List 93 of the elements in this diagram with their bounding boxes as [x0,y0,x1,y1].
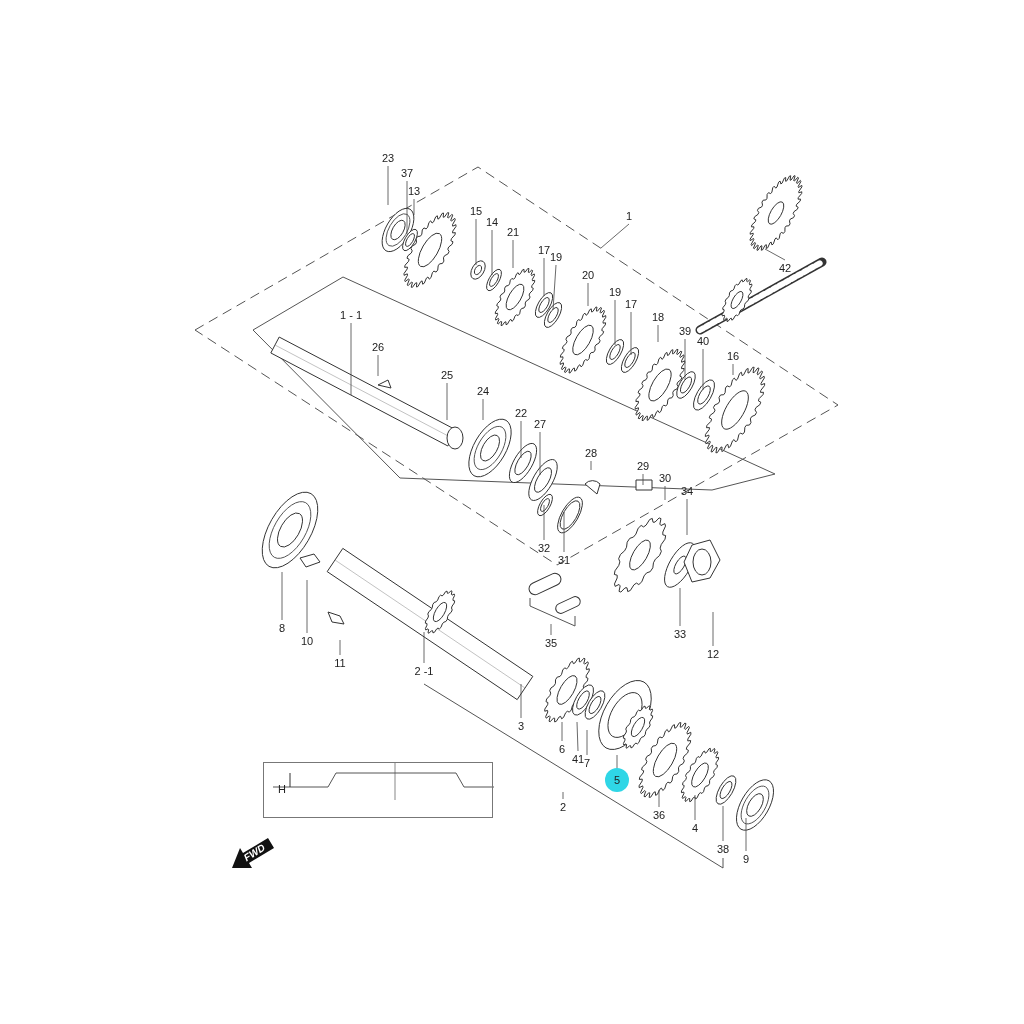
callout-number: 11 [334,656,346,670]
callout-number: 5 [605,768,629,792]
callout-number: 14 [485,215,499,229]
leader-line [562,791,564,800]
leader-line [543,504,545,541]
leader-line [679,587,681,627]
callout-number: 4 [691,821,699,835]
callout-number: 8 [278,621,286,635]
callout-number: 39 [678,324,692,338]
leader-line [482,398,484,421]
callout-number: 27 [533,417,547,431]
callout-number: 24 [476,384,490,398]
callout-number: 30 [658,471,672,485]
callout-number: 41 [571,752,585,766]
leader-line [475,218,477,266]
callout-number: 1 [625,209,633,223]
callout-number: 13 [407,184,421,198]
leader-line [281,571,283,621]
callout-number: 17 [624,297,638,311]
leader-line [642,473,644,486]
callout-number: 35 [544,636,558,650]
leader-line [491,229,493,276]
callout-number: 2 -1 [414,664,434,678]
callout-number: 12 [706,647,720,661]
leader-line [586,729,588,756]
callout-number: 21 [506,225,520,239]
leader-line [764,248,786,261]
leader-line [745,817,747,852]
callout-number: 15 [469,204,483,218]
callout-number: 23 [381,151,395,165]
leader-line [446,382,448,421]
callout-number: 1 - 1 [340,308,362,322]
callout-number: 10 [300,634,314,648]
callout-number: 18 [651,310,665,324]
leader-line [702,348,704,391]
leader-line [630,311,632,356]
callout-number: 25 [440,368,454,382]
leader-line [561,721,563,742]
leader-line [686,498,688,536]
callout-number: 9 [742,852,750,866]
callout-number: 7 [583,756,591,770]
leader-line [387,165,389,206]
callout-number: 17 [537,243,551,257]
callout-number: 31 [557,553,571,567]
leader-line [658,789,660,808]
callout-number: 6 [558,742,566,756]
callout-number: 34 [680,484,694,498]
callout-number: 20 [581,268,595,282]
callout-number: 19 [608,285,622,299]
leader-line [423,631,425,664]
callout-number: 36 [652,808,666,822]
leader-line [550,623,552,636]
leader-line [694,794,696,821]
leader-line [520,683,522,719]
leader-line [684,338,686,381]
leader-line [413,198,415,216]
callout-number: 32 [537,541,551,555]
leader-line [657,324,659,343]
dimension-label: H [278,783,286,796]
leader-line [590,460,592,471]
leader-line [600,223,630,249]
leader-line [576,721,579,752]
callout-number: 22 [514,406,528,420]
leader-line [587,282,589,307]
callout-number: 28 [584,446,598,460]
callout-number: 29 [636,459,650,473]
callout-number: 16 [726,349,740,363]
callout-number: 3 [517,719,525,733]
leader-line [543,257,545,297]
leader-line [377,354,379,377]
leader-line [339,639,341,656]
callout-number: 33 [673,627,687,641]
detail-inset-frame [263,762,493,818]
leader-line [350,322,352,396]
leader-line [712,611,714,647]
callout-number: 42 [778,261,792,275]
leader-line [552,264,557,311]
leader-line [664,485,666,501]
callout-number: 2 [559,800,567,814]
leader-line [539,431,541,476]
leader-line [520,420,522,459]
leader-line [614,299,616,346]
leader-line [512,239,514,269]
callout-number: 26 [371,340,385,354]
callout-number: 37 [400,166,414,180]
leader-line [563,511,565,553]
callout-number: 40 [696,334,710,348]
leader-line [722,805,724,842]
callout-number: 38 [716,842,730,856]
leader-line [306,579,308,634]
leader-line [732,363,734,376]
leader-line [406,180,408,235]
callout-number: 19 [549,250,563,264]
